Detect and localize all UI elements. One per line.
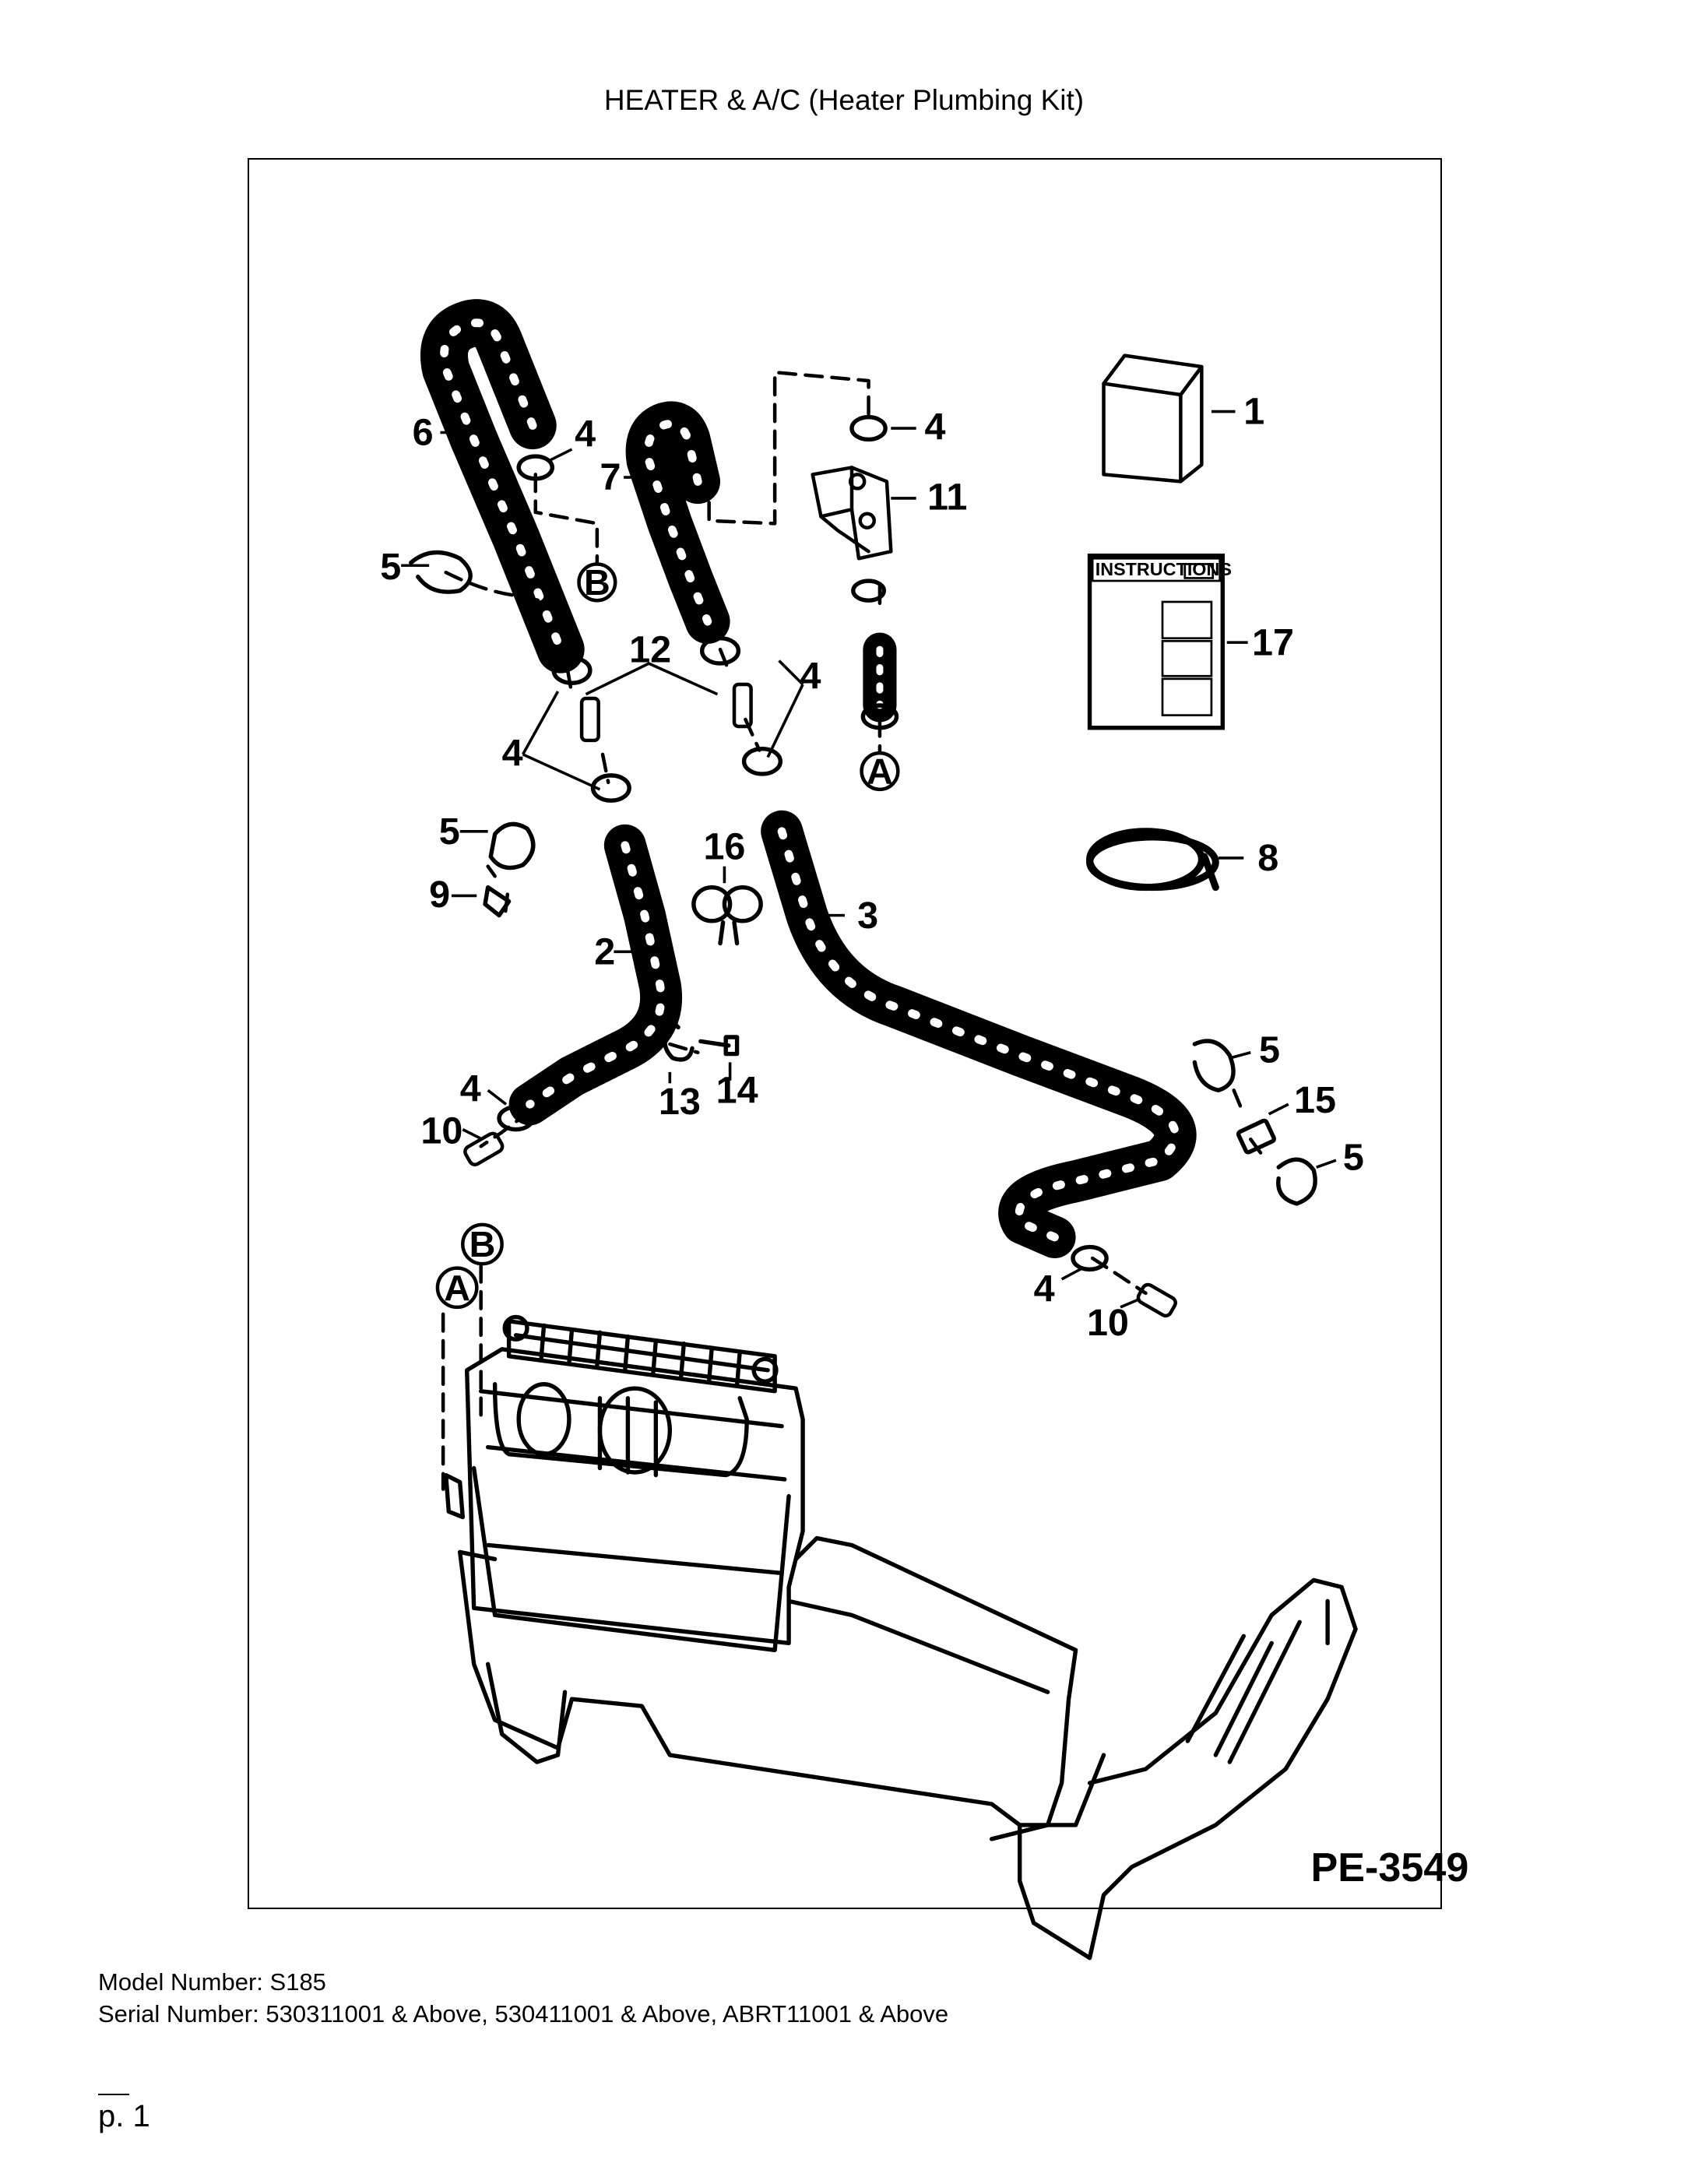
callout-5-top: 5 — [380, 546, 401, 588]
callout-17: 17 — [1252, 621, 1294, 663]
callout-2: 2 — [594, 931, 615, 973]
hose-fittings — [579, 682, 753, 743]
kit-box-1 — [1102, 353, 1204, 484]
hose-fittings-10 — [463, 1131, 1177, 1318]
callout-10-right: 10 — [1087, 1302, 1129, 1344]
clip-9 — [483, 885, 512, 918]
callout-10-left: 10 — [420, 1110, 462, 1152]
hose-coil-8 — [1086, 828, 1219, 892]
callout-9: 9 — [429, 874, 450, 916]
hose-6 — [420, 299, 585, 673]
callout-4-lower-right: 4 — [1034, 1268, 1055, 1310]
double-clamp-16 — [691, 885, 763, 946]
callout-12: 12 — [629, 628, 671, 670]
parts-diagram: INSTRUCTIONS — [380, 299, 1468, 1961]
parts-diagram-frame: INSTRUCTIONS — [248, 158, 1468, 1961]
connector-markers: B A B A — [435, 562, 900, 1310]
connector-b-top: B — [584, 562, 610, 603]
callout-numbers: 1 2 3 4 4 4 4 4 4 5 5 5 5 6 7 8 9 10 10 … — [380, 391, 1364, 1344]
callout-11: 11 — [927, 476, 967, 518]
callout-8: 8 — [1257, 837, 1278, 879]
page-number: p. 1 — [98, 2099, 150, 2133]
spring-clamps — [409, 550, 1317, 1206]
callout-6: 6 — [413, 412, 434, 454]
callout-1: 1 — [1243, 391, 1264, 433]
callout-16: 16 — [703, 826, 745, 868]
connector-b-bottom: B — [469, 1224, 496, 1264]
leader-lines — [401, 410, 1337, 1309]
callout-13: 13 — [659, 1081, 701, 1123]
callout-5-mid: 5 — [439, 811, 460, 853]
valve-11 — [811, 466, 893, 561]
callout-4-lower-left: 4 — [460, 1068, 481, 1110]
hose-7 — [625, 401, 730, 644]
clip-15 — [1236, 1118, 1276, 1155]
serial-number: Serial Number: 530311001 & Above, 530411… — [98, 2000, 949, 2027]
callout-15: 15 — [1294, 1079, 1336, 1121]
connection-lines — [441, 370, 1268, 1491]
hose-3 — [761, 810, 1197, 1258]
heater-assembly — [444, 1314, 1358, 1961]
callout-5-right-bottom: 5 — [1343, 1137, 1364, 1179]
callout-14: 14 — [716, 1069, 758, 1111]
instructions-label: INSTRUCTIONS — [1095, 559, 1232, 579]
clamp-13-bolt-14 — [663, 1014, 740, 1062]
instructions-sheet-17: INSTRUCTIONS — [1087, 553, 1232, 730]
page-title: HEATER & A/C (Heater Plumbing Kit) — [603, 84, 1085, 116]
callout-5-right-top: 5 — [1259, 1029, 1280, 1071]
callout-4-top-right: 4 — [924, 406, 945, 448]
model-serial-info: Model Number: S185 Serial Number: 530311… — [98, 1966, 948, 2030]
connector-a-bottom: A — [444, 1268, 470, 1308]
hose-2 — [508, 824, 683, 1126]
page-divider — [98, 2094, 129, 2095]
callout-4-left: 4 — [502, 732, 523, 774]
model-number: Model Number: S185 — [98, 1968, 326, 1996]
callout-3: 3 — [857, 895, 878, 937]
callout-4-top-left: 4 — [575, 413, 596, 455]
hose-clamps — [497, 415, 1109, 1272]
callout-7: 7 — [600, 456, 621, 498]
figure-reference-code: PE-3549 — [1311, 1845, 1469, 1890]
callout-4-right: 4 — [800, 655, 821, 697]
connector-a-top: A — [867, 751, 893, 792]
